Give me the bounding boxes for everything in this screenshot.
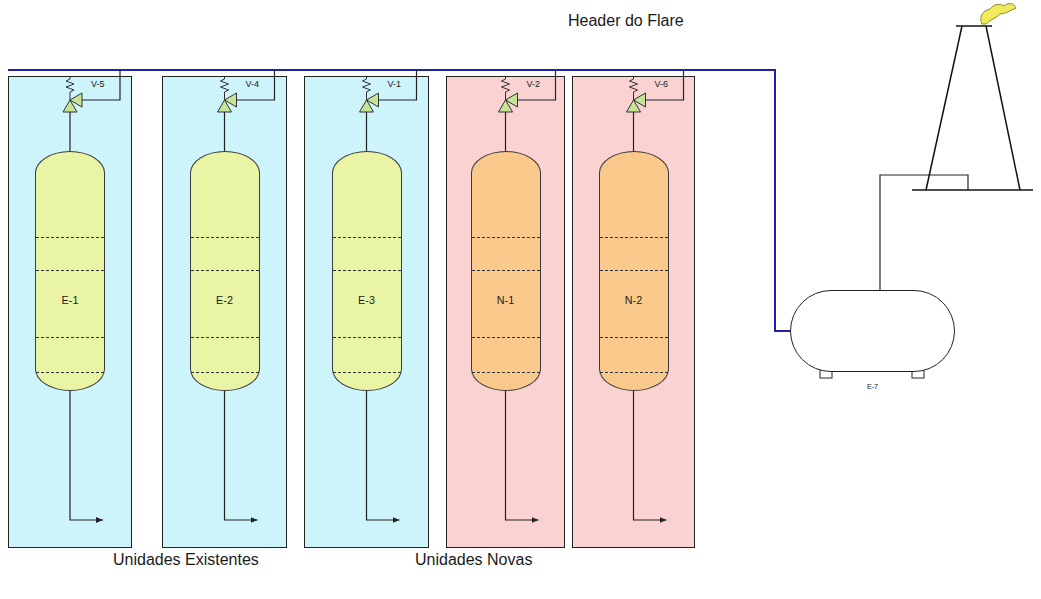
group-label: Unidades Novas xyxy=(415,551,532,569)
column-vessel: N-2 xyxy=(599,151,669,391)
outlet-pipe xyxy=(518,70,556,100)
valve-body xyxy=(367,93,379,107)
panel-fill xyxy=(446,76,565,548)
panel-fill xyxy=(572,76,695,548)
tray-line xyxy=(36,270,104,271)
valve-tag: V-1 xyxy=(388,80,402,90)
flare-flame xyxy=(981,4,1016,24)
tray-line xyxy=(36,337,104,338)
tray-line xyxy=(191,372,259,373)
tray-line xyxy=(600,337,668,338)
valve-tag: V-2 xyxy=(527,80,541,90)
tray-line xyxy=(333,372,401,373)
bottom-outlet xyxy=(506,391,539,520)
relief-line xyxy=(70,70,790,331)
flare-line xyxy=(880,175,968,290)
unit-panel: V-2N-1 xyxy=(446,76,565,548)
tray-line xyxy=(600,237,668,238)
valve-spring xyxy=(502,76,510,100)
bottom-outlet xyxy=(367,391,400,520)
outlet-pipe xyxy=(646,70,684,100)
header-label: Header do Flare xyxy=(568,12,684,30)
inlet-pipe xyxy=(224,112,225,151)
bottom-outlet xyxy=(225,391,258,520)
outlet-pipe xyxy=(82,70,120,100)
flare-header xyxy=(556,70,791,331)
relief-valve xyxy=(627,76,646,112)
valve-spring xyxy=(221,76,229,100)
relief-valve xyxy=(218,76,237,112)
tray-line xyxy=(600,270,668,271)
knockout-drum: E-7 xyxy=(790,290,955,372)
vessel-label: E-1 xyxy=(36,295,104,307)
panel-fill xyxy=(162,76,287,548)
column-vessel: N-1 xyxy=(471,151,541,391)
tray-line xyxy=(191,270,259,271)
valve-spring xyxy=(630,76,638,100)
column-vessel: E-3 xyxy=(332,151,402,391)
unit-panel: V-5E-1 xyxy=(8,76,132,548)
tray-line xyxy=(36,372,104,373)
inlet-pipe xyxy=(505,112,506,151)
bottom-outlet xyxy=(70,391,103,520)
drum-label: E-7 xyxy=(791,383,954,391)
panel-fill xyxy=(8,76,132,548)
unit-panel: V-6N-2 xyxy=(572,76,695,548)
flare-header xyxy=(684,70,791,331)
tray-line xyxy=(191,237,259,238)
relief-valve xyxy=(499,76,518,112)
column-vessel: E-1 xyxy=(35,151,105,391)
outlet-pipe xyxy=(237,70,275,100)
inlet-pipe xyxy=(366,112,367,151)
tray-line xyxy=(333,237,401,238)
vessel-label: E-2 xyxy=(191,295,259,307)
column-vessel: E-2 xyxy=(190,151,260,391)
relief-valve xyxy=(63,76,82,112)
tray-line xyxy=(472,270,540,271)
tray-line xyxy=(36,237,104,238)
valve-tag: V-4 xyxy=(246,80,260,90)
valve-body xyxy=(634,93,646,107)
tray-line xyxy=(191,337,259,338)
group-label: Unidades Existentes xyxy=(113,551,259,569)
tray-line xyxy=(472,337,540,338)
tray-line xyxy=(472,372,540,373)
valve-spring xyxy=(363,76,371,100)
relief-line xyxy=(367,70,791,331)
valve-body xyxy=(225,93,237,107)
valve-body xyxy=(70,93,82,107)
valve-tag: V-6 xyxy=(655,80,669,90)
tray-line xyxy=(472,237,540,238)
tray-line xyxy=(333,337,401,338)
bottom-outlet xyxy=(634,391,667,520)
vessel-label: E-3 xyxy=(333,295,401,307)
vessel-label: N-1 xyxy=(472,295,540,307)
valve-body xyxy=(506,93,518,107)
unit-panel: V-4E-2 xyxy=(162,76,287,548)
valve-tag: V-5 xyxy=(91,80,105,90)
tray-line xyxy=(333,270,401,271)
inlet-pipe xyxy=(633,112,634,151)
vessel-label: N-2 xyxy=(600,295,668,307)
inlet-pipe xyxy=(69,112,70,151)
unit-panel: V-1E-3 xyxy=(304,76,429,548)
outlet-pipe xyxy=(379,70,417,100)
panel-fill xyxy=(304,76,429,548)
tray-line xyxy=(600,372,668,373)
flare-header xyxy=(8,69,120,71)
flare-stack xyxy=(912,26,1033,190)
relief-valve xyxy=(360,76,379,112)
valve-spring xyxy=(66,76,74,100)
